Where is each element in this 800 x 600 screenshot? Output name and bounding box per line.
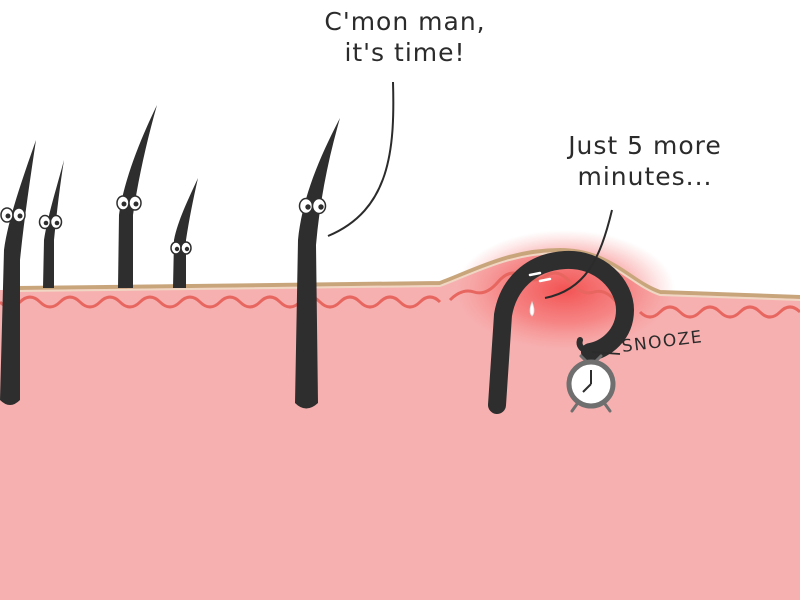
hair-follicle-1 bbox=[0, 140, 36, 405]
speech-bubble-cmon: C'mon man, it's time! bbox=[300, 6, 510, 69]
speech-cmon-line1: C'mon man, bbox=[324, 7, 486, 36]
alarm-clock-icon bbox=[566, 354, 616, 413]
dermis-wavy-line bbox=[0, 295, 442, 309]
speech-cmon-line2: it's time! bbox=[344, 38, 466, 68]
hair-follicle-2 bbox=[38, 160, 64, 288]
sleeping-eyes-icon bbox=[528, 271, 552, 283]
snooze-pointer bbox=[591, 351, 621, 355]
speech-snooze-line1: Just 5 more bbox=[568, 131, 722, 160]
bump-wavy-line bbox=[448, 271, 620, 305]
speech-pointer-snooze bbox=[544, 209, 613, 299]
hair-follicle-4 bbox=[170, 178, 198, 288]
speech-pointer-cmon bbox=[327, 81, 395, 237]
dermis-wavy-line-right bbox=[638, 305, 800, 319]
eyes-icon bbox=[170, 241, 192, 255]
eyes-icon bbox=[116, 195, 142, 211]
speech-snooze-line2: minutes... bbox=[577, 162, 713, 192]
skin-surface-line bbox=[17, 247, 800, 299]
eyes-icon bbox=[0, 207, 26, 223]
eyes-icon bbox=[38, 214, 63, 230]
speech-bubble-snooze: Just 5 more minutes... bbox=[540, 130, 750, 193]
hair-follicle-3 bbox=[116, 105, 157, 288]
hair-follicle-5 bbox=[295, 118, 340, 409]
ingrown-hair bbox=[488, 250, 635, 414]
drool-drop bbox=[529, 300, 535, 317]
eyes-icon bbox=[298, 197, 327, 215]
